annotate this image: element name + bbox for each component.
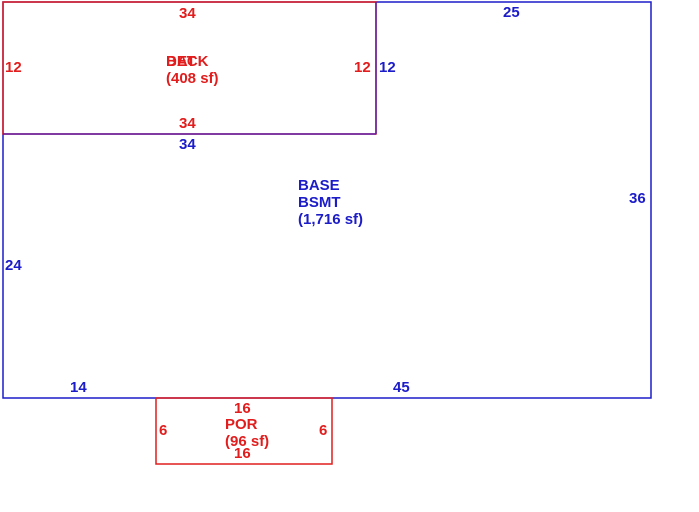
deck-label-b: BAT bbox=[166, 53, 196, 70]
base-dim-step-horizontal: 34 bbox=[179, 136, 196, 153]
base-label-line1: BASE bbox=[298, 177, 340, 194]
base-label-line2: BSMT bbox=[298, 194, 341, 211]
deck-label-a: DECK bbox=[166, 53, 209, 70]
deck-dim-left: 12 bbox=[5, 59, 22, 76]
deck-label-area: (408 sf) bbox=[166, 70, 219, 87]
base-dim-right: 36 bbox=[629, 190, 646, 207]
porch-label-area: (96 sf) bbox=[225, 433, 269, 450]
base-dim-left: 24 bbox=[5, 257, 22, 274]
porch-dim-left: 6 bbox=[159, 422, 167, 439]
porch-dim-top: 16 bbox=[234, 400, 251, 417]
base-dim-bottom-right: 45 bbox=[393, 379, 410, 396]
base-dim-bottom-left: 14 bbox=[70, 379, 87, 396]
base-dim-top: 25 bbox=[503, 4, 520, 21]
base-label-area: (1,716 sf) bbox=[298, 211, 363, 228]
porch-dim-bottom: 16 bbox=[234, 445, 251, 462]
porch-label: POR bbox=[225, 416, 258, 433]
deck-dim-top: 34 bbox=[179, 5, 196, 22]
base-bsmt-outline bbox=[2, 1, 652, 399]
porch-outline bbox=[155, 397, 333, 465]
deck-dim-bottom: 34 bbox=[179, 115, 196, 132]
deck-dim-right: 12 bbox=[354, 59, 371, 76]
porch-dim-right: 6 bbox=[319, 422, 327, 439]
base-dim-step-vertical: 12 bbox=[379, 59, 396, 76]
